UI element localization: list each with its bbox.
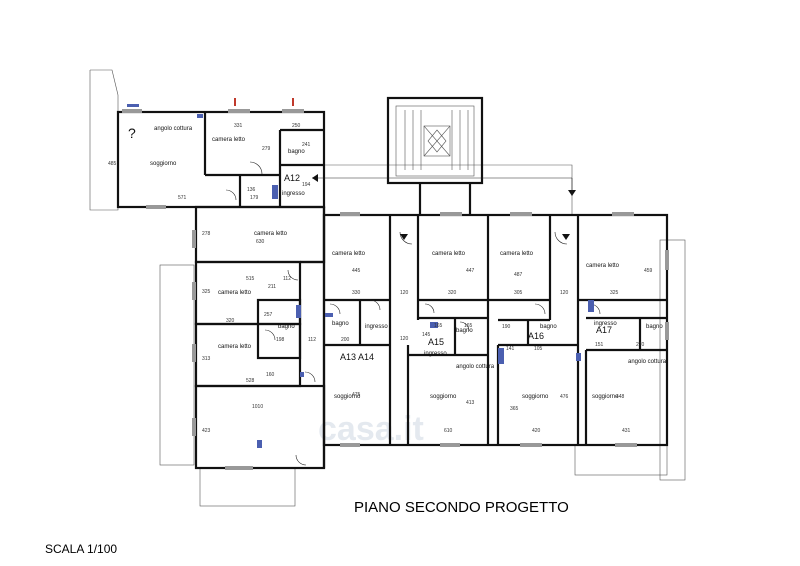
- dim-label: 194: [302, 182, 311, 188]
- dim-label: 165: [434, 323, 443, 329]
- dim-label: 365: [510, 406, 519, 412]
- dim-label: 448: [616, 394, 625, 400]
- windows: [122, 109, 669, 470]
- dim-label: 198: [276, 337, 285, 343]
- room-label: bagno: [646, 324, 663, 330]
- dim-label: 413: [466, 400, 475, 406]
- dim-label: 211: [268, 284, 276, 290]
- room-label: camera letto: [586, 263, 620, 269]
- dim-label: 250: [292, 123, 301, 129]
- room-label: soggiorno: [430, 394, 457, 400]
- entry-arrows: [312, 174, 576, 240]
- dim-label: 331: [234, 123, 243, 129]
- room-label: camera letto: [332, 251, 366, 257]
- room-label: camera letto: [500, 251, 534, 257]
- dim-label: 431: [622, 428, 631, 434]
- room-label: bagno: [278, 324, 295, 330]
- dimension-labels: 331 250 279 241 485 571 136 179 194 630 …: [108, 123, 653, 434]
- room-label: ingresso: [282, 191, 305, 197]
- dim-label: 447: [466, 268, 475, 274]
- unit-label-a16: A16: [528, 331, 544, 341]
- dim-label: 630: [256, 239, 265, 245]
- room-label: soggiorno: [522, 394, 549, 400]
- dim-label: 528: [246, 378, 255, 384]
- dim-label: 165: [464, 323, 473, 329]
- dim-label: 475: [352, 392, 361, 398]
- dim-label: 270: [636, 342, 645, 348]
- dim-label: 515: [246, 276, 255, 282]
- room-label: ingresso: [424, 351, 447, 357]
- room-label: ingresso: [365, 324, 388, 330]
- room-label: soggiorno: [150, 161, 177, 167]
- unit-label-a13-a14: A13 A14: [340, 352, 374, 362]
- room-label: camera letto: [254, 231, 288, 237]
- room-label: bagno: [456, 328, 473, 334]
- dim-label: 120: [400, 290, 409, 296]
- dim-label: 241: [302, 142, 311, 148]
- room-label: camera letto: [218, 290, 252, 296]
- dim-label: 330: [352, 290, 361, 296]
- dim-label: 279: [262, 146, 271, 152]
- stair-core: [386, 96, 484, 215]
- room-label: bagno: [332, 321, 349, 327]
- dim-label: 610: [444, 428, 453, 434]
- dim-label: 120: [560, 290, 569, 296]
- drawing-title: PIANO SECONDO PROGETTO: [354, 499, 569, 516]
- dim-label: 325: [202, 289, 211, 295]
- dim-label: 313: [202, 356, 211, 362]
- room-label: angolo cottura: [456, 364, 495, 370]
- dim-label: 423: [202, 428, 211, 434]
- room-label: camera letto: [432, 251, 466, 257]
- dim-label: 200: [341, 337, 350, 343]
- dim-label: 257: [264, 312, 273, 318]
- room-label: angolo cottura: [154, 126, 193, 132]
- room-label: angolo cottura: [628, 359, 667, 365]
- dim-label: 485: [108, 161, 117, 167]
- left-wing-walls: [194, 205, 326, 470]
- dim-label: 190: [502, 324, 511, 330]
- dim-label: 325: [610, 290, 619, 296]
- dim-label: 571: [178, 195, 187, 201]
- dim-label: 112: [283, 276, 291, 282]
- unit-label-a15: A15: [428, 337, 444, 347]
- room-label: soggiorno: [334, 394, 361, 400]
- dim-label: 459: [644, 268, 653, 274]
- unit-label-a12: A12: [284, 173, 300, 183]
- dim-label: 120: [400, 336, 409, 342]
- dim-label: 105: [534, 346, 543, 352]
- dim-label: 305: [514, 290, 523, 296]
- door-swings: [225, 161, 601, 466]
- dim-label: 445: [352, 268, 361, 274]
- room-label: ingresso: [594, 321, 617, 327]
- dim-label: 320: [226, 318, 235, 324]
- dim-label: 278: [202, 231, 211, 237]
- question-mark: ?: [128, 125, 136, 141]
- room-label: camera letto: [218, 344, 252, 350]
- dim-label: 151: [595, 342, 604, 348]
- room-label: bagno: [540, 324, 557, 330]
- dim-label: 487: [514, 272, 523, 278]
- scale-label: SCALA 1/100: [45, 542, 117, 556]
- unit-label-a17: A17: [596, 325, 612, 335]
- dim-label: 1010: [252, 404, 263, 410]
- fixtures: [127, 98, 594, 448]
- room-label: bagno: [288, 149, 305, 155]
- room-label: soggiorno: [592, 394, 619, 400]
- dim-label: 141: [506, 346, 515, 352]
- dim-label: 179: [250, 195, 259, 201]
- dim-label: 420: [532, 428, 541, 434]
- dim-label: 112: [308, 337, 316, 343]
- room-label: camera letto: [212, 137, 246, 143]
- watermark: casa.it: [318, 410, 424, 448]
- dim-label: 160: [266, 372, 275, 378]
- dim-label: 145: [422, 332, 431, 338]
- dim-label: 476: [560, 394, 569, 400]
- dim-label: 136: [247, 187, 256, 193]
- dim-label: 320: [448, 290, 457, 296]
